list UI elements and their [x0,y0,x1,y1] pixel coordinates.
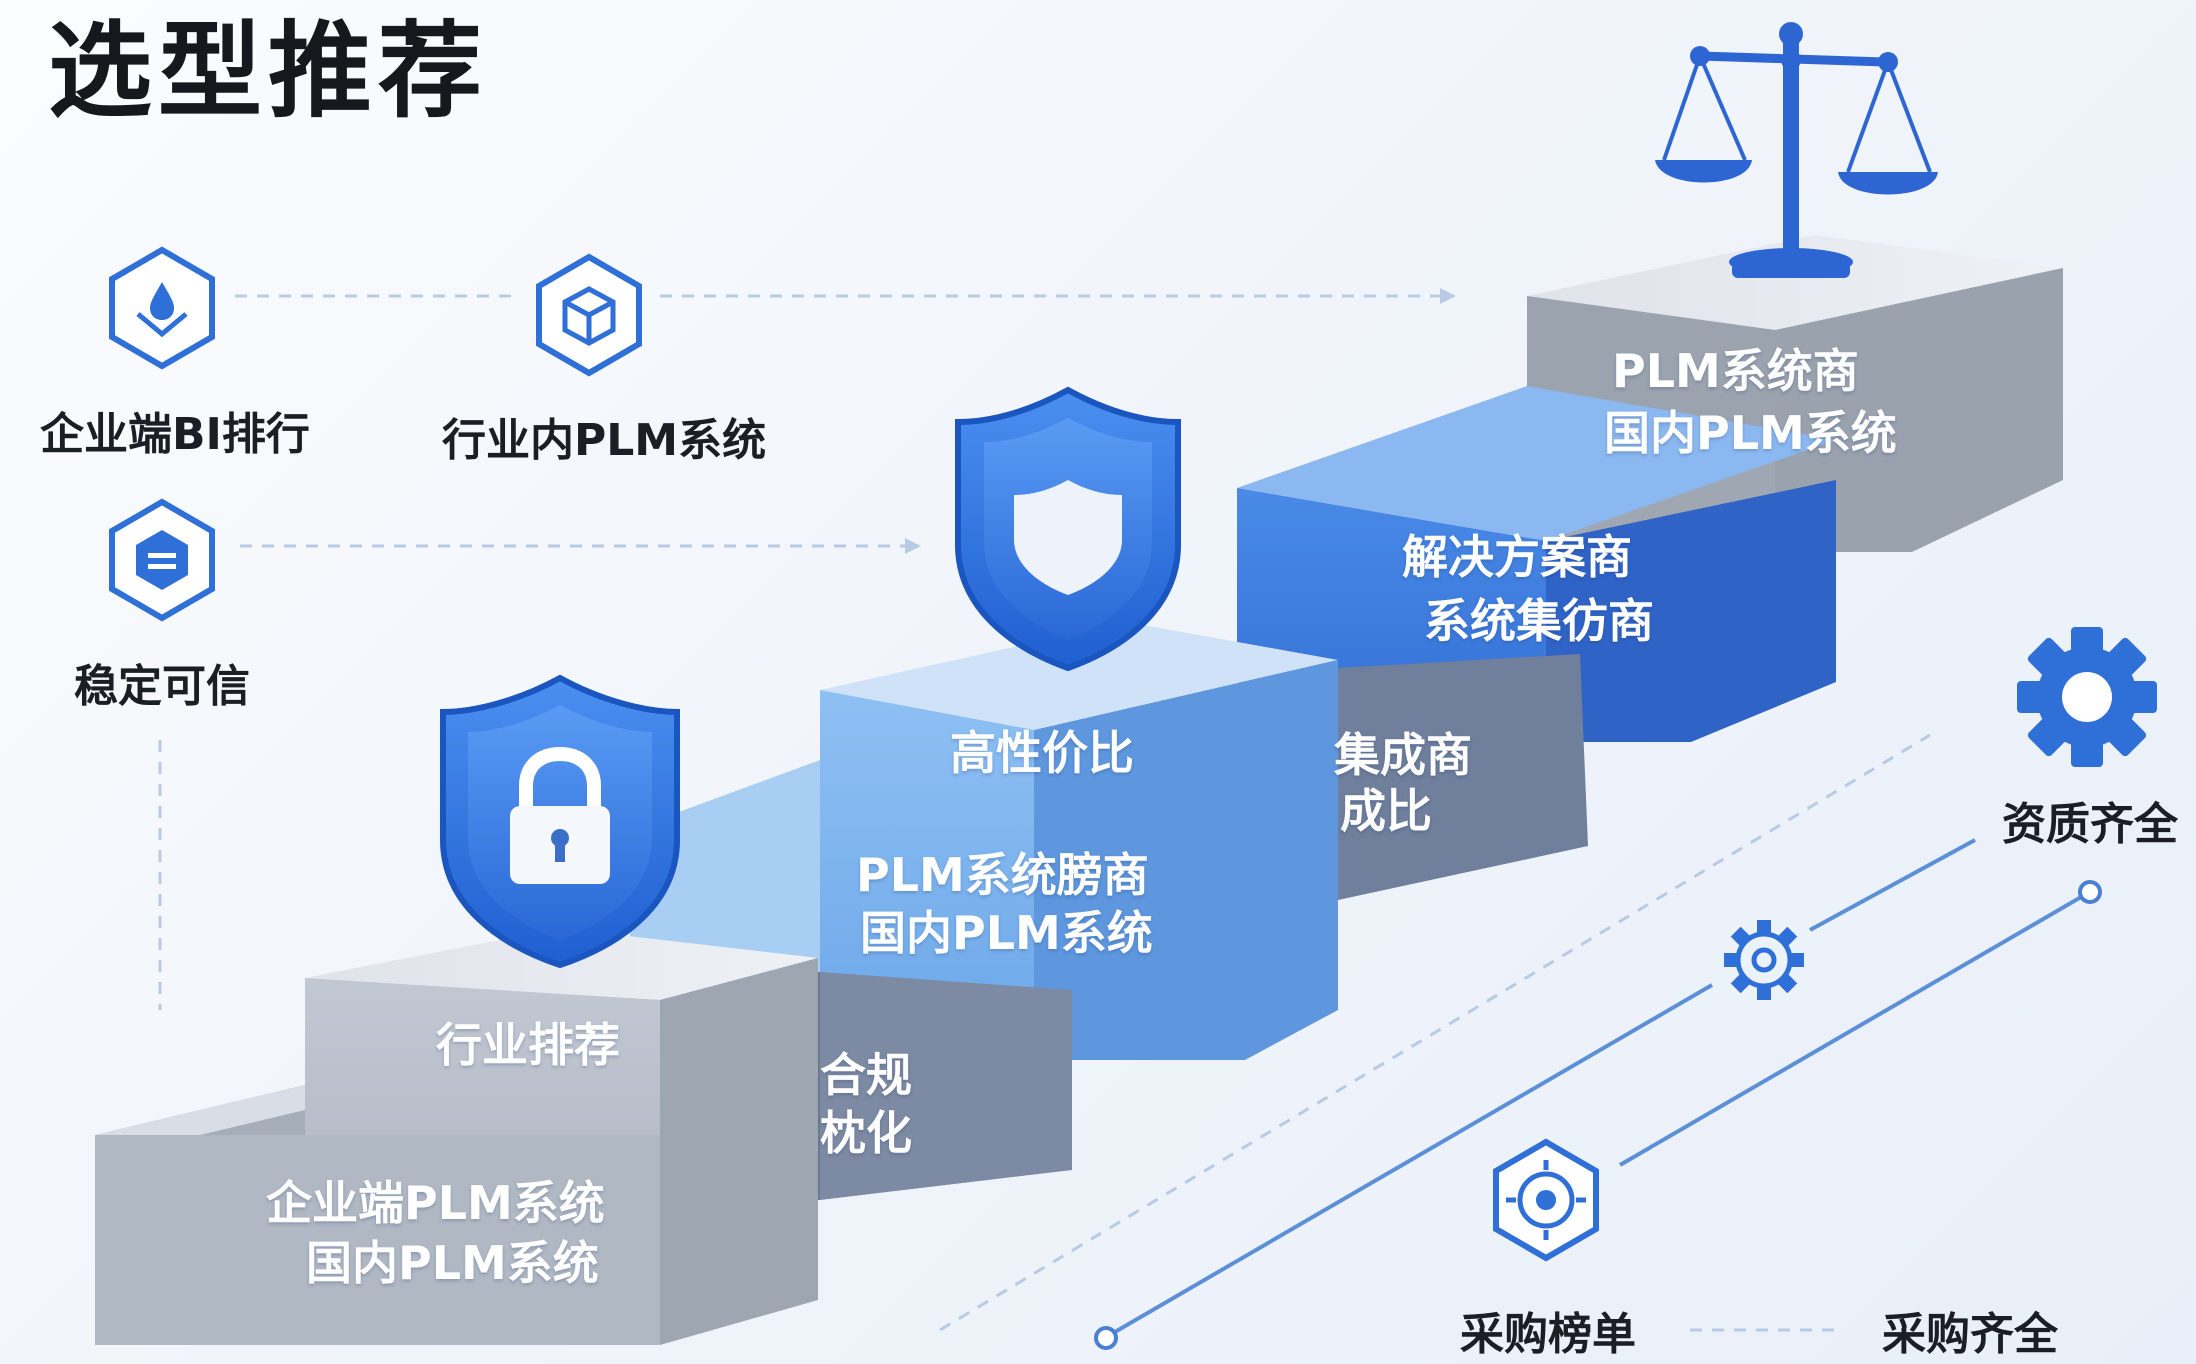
step3-line1: 解决方案商 [1402,530,1632,584]
step2-top-label: 高性价比 [950,726,1134,780]
qualification-label: 资质齐全 [2002,799,2178,850]
step1-top-label: 行业排荐 [436,1018,620,1072]
procure-list-label: 采购榜单 [1460,1309,1636,1360]
step1-back-line2: 枕化 [820,1106,912,1160]
small-gear-icon [1724,920,1804,1000]
procure-full-label: 采购齐全 [1882,1309,2058,1360]
gear-icon [2017,627,2157,767]
drop-hexagon-icon [109,246,215,370]
step3-line2: 系统集彷商 [1424,594,1654,648]
step1-back-line1: 合规 [820,1048,912,1102]
scales-icon [1655,22,1938,278]
step2-line1: PLM系统膀商 [856,848,1149,902]
feature-label-plm: 行业内PLM系统 [442,415,767,466]
shield-icon [955,386,1181,672]
step2-back-line2: 成比 [1340,784,1432,838]
step2-back-line1: 集成商 [1334,728,1472,782]
step1-line1: 企业端PLM系统 [266,1176,605,1230]
feature-label-bi: 企业端BI排行 [40,409,310,460]
page-title: 选型推荐 [48,10,489,132]
padlock-shield-icon [440,674,680,969]
feature-label-stable: 稳定可信 [74,661,250,712]
step2-line2: 国内PLM系统 [860,906,1153,960]
equal-hexagon-icon [109,498,215,622]
step4-line2: 国内PLM系统 [1604,406,1897,460]
target-hexagon-icon [1493,1138,1599,1262]
step4-line1: PLM系统商 [1612,344,1859,398]
step1-line2: 国内PLM系统 [306,1236,599,1290]
box-hexagon-icon [536,253,642,377]
